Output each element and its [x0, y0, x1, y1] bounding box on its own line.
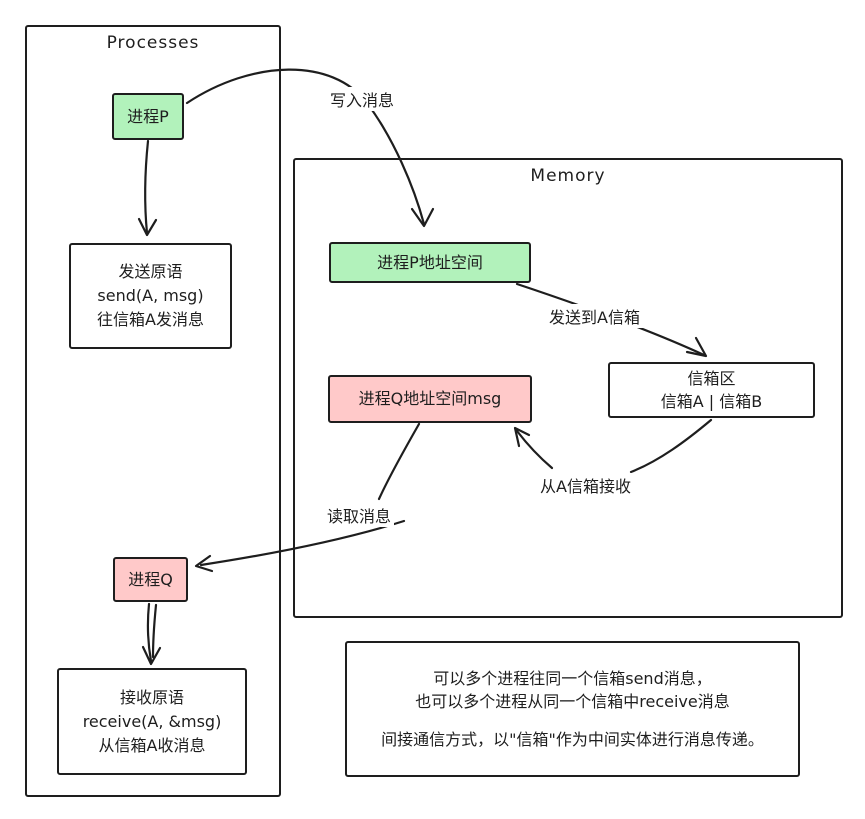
processes-frame-title: Processes — [106, 33, 200, 53]
send-to-a-label: 发送到A信箱 — [546, 304, 643, 328]
mailbox-area-box: 信箱区 信箱A | 信箱B — [608, 362, 815, 418]
process-p-address-space-box: 进程P地址空间 — [329, 242, 531, 283]
send-primitive-box: 发送原语 send(A, msg) 往信箱A发消息 — [69, 243, 232, 349]
process-q-box: 进程Q — [113, 557, 188, 602]
memory-frame-title: Memory — [530, 166, 606, 186]
box-line: send(A, msg) — [97, 286, 204, 305]
read-message-label: 读取消息 — [324, 503, 395, 527]
note-box: 可以多个进程往同一个信箱send消息， 也可以多个进程从同一个信箱中receiv… — [345, 641, 800, 777]
process-p-box: 进程P — [112, 93, 184, 140]
note-line: 间接通信方式，以"信箱"作为中间实体进行消息传递。 — [381, 729, 764, 749]
box-line: receive(A, &msg) — [82, 711, 222, 731]
process-p-label: 进程P — [127, 106, 169, 126]
box-line: 发送原语 — [118, 262, 183, 281]
process-q-address-space-box: 进程Q地址空间msg — [328, 375, 532, 423]
write-message-label: 写入消息 — [327, 87, 398, 111]
receive-primitive-box: 接收原语 receive(A, &msg) 从信箱A收消息 — [57, 668, 247, 775]
box-line: 信箱区 — [687, 368, 736, 388]
process-q-address-space-label: 进程Q地址空间msg — [358, 389, 502, 408]
processes-frame: Processes — [25, 25, 281, 797]
receive-from-a-label: 从A信箱接收 — [537, 473, 634, 497]
memory-frame: Memory — [293, 158, 843, 618]
box-line: 往信箱A发消息 — [97, 310, 204, 329]
note-line: 可以多个进程往同一个信箱send消息， — [433, 669, 712, 689]
note-line: 也可以多个进程从同一个信箱中receive消息 — [415, 692, 730, 712]
box-line: 接收原语 — [119, 687, 184, 707]
process-q-label: 进程Q — [128, 569, 173, 589]
box-line: 从信箱A收消息 — [98, 735, 206, 755]
box-line: 信箱A | 信箱B — [660, 392, 763, 411]
process-p-address-space-label: 进程P地址空间 — [377, 252, 483, 272]
